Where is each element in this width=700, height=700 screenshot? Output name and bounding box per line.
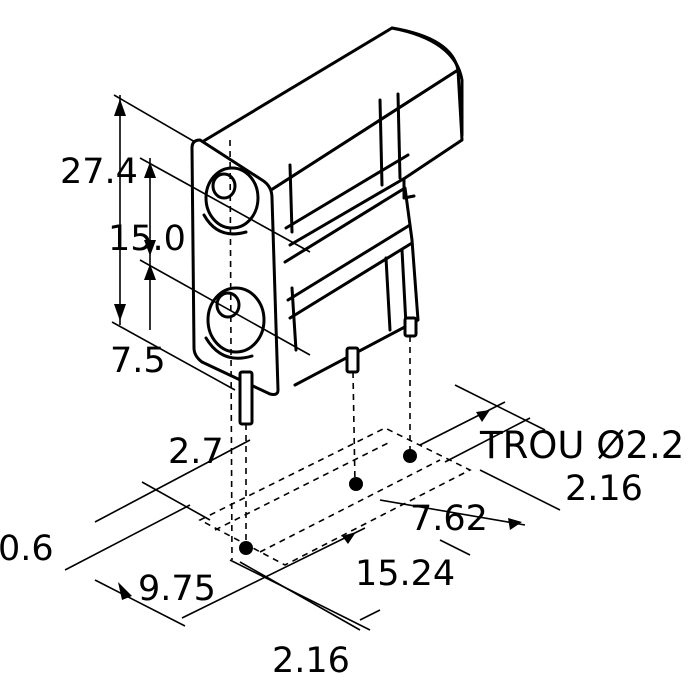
vertical-dimensions bbox=[111, 94, 311, 391]
dim-depth: 9.75 bbox=[138, 569, 216, 609]
dim-pitch-long: 15.24 bbox=[355, 554, 455, 594]
dim-pitch-vertical: 15.0 bbox=[108, 219, 186, 259]
dim-height-total: 27.4 bbox=[60, 152, 138, 192]
hole-note: TROU Ø2.2 bbox=[479, 424, 684, 467]
dim-pitch-short: 7.62 bbox=[410, 499, 488, 539]
dim-spacing-right: 2.16 bbox=[565, 469, 643, 509]
lower-socket bbox=[204, 286, 266, 360]
dimension-labels: 27.4 15.0 7.5 2.7 0.6 9.75 7.62 15.24 2.… bbox=[0, 152, 684, 681]
upper-socket bbox=[202, 166, 260, 236]
dim-pin-offset: 2.7 bbox=[168, 432, 224, 472]
dim-edge-left: 0.6 bbox=[0, 529, 54, 569]
footprint bbox=[198, 427, 472, 566]
hole-marker-3 bbox=[403, 449, 417, 463]
footprint-dimensions bbox=[64, 384, 561, 631]
dim-offset-bottom: 7.5 bbox=[110, 341, 166, 381]
hole-marker-2 bbox=[349, 477, 363, 491]
component-body bbox=[190, 26, 464, 426]
dim-spacing-bottom: 2.16 bbox=[272, 641, 350, 681]
hole-marker-1 bbox=[239, 541, 253, 555]
pin-projections bbox=[229, 139, 411, 561]
